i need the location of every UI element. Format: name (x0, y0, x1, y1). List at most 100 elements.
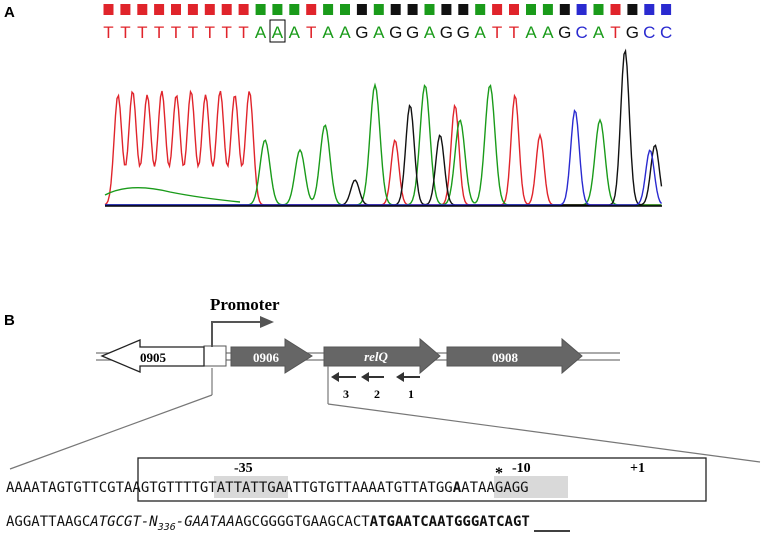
base-call-letter: C (575, 23, 587, 42)
quality-square (221, 4, 232, 15)
quality-square (120, 4, 131, 15)
base-call-letter: T (171, 23, 181, 42)
base-call-letter: T (492, 23, 502, 42)
quality-square (204, 4, 215, 15)
quality-square (559, 4, 570, 15)
base-call-letter: T (154, 23, 164, 42)
quality-square (526, 4, 536, 15)
quality-square (542, 4, 553, 15)
quality-square (323, 4, 334, 15)
primer-1-label: 1 (408, 387, 414, 401)
base-call-letter: T (610, 23, 620, 42)
promoter-label: Promoter (210, 295, 280, 314)
base-call-letter: A (373, 23, 385, 42)
base-call-letter: G (457, 23, 470, 42)
quality-square (593, 4, 604, 15)
primer-2-arrowhead (361, 372, 369, 382)
base-call-letter: T (238, 23, 248, 42)
panel-label-b: B (4, 312, 15, 329)
blue-trace (105, 109, 663, 206)
base-call-letter: G (440, 23, 453, 42)
primer-1-arrowhead (396, 372, 404, 382)
promoter-region-box (203, 345, 227, 367)
base-call-letter: T (103, 23, 113, 42)
quality-square (289, 4, 300, 15)
base-call-letter: T (306, 23, 316, 42)
sequence-line-2: AGGATTAAGCATGCGT-N336-GAATAAAGCGGGGTGAAG… (6, 514, 530, 533)
base-call-letter: T (137, 23, 147, 42)
base-call-letter: G (626, 23, 639, 42)
base-call-letter: A (272, 23, 284, 42)
seq1-tss-base: A (452, 480, 462, 496)
quality-square (272, 4, 283, 15)
base-call-letter: C (643, 23, 655, 42)
base-call-letter: A (322, 23, 334, 42)
green-trace-baseline-hump (104, 186, 241, 203)
base-quality-squares (103, 4, 672, 15)
base-call-letter: G (406, 23, 419, 42)
quality-square (576, 4, 587, 15)
minus35-label: -35 (234, 461, 253, 476)
seq1-part-after-tss: ATAAGAGG (461, 480, 529, 496)
promoter-sequence-box (137, 457, 707, 502)
minus10-highlight (494, 476, 568, 498)
gene-relq-label: relQ (364, 349, 388, 364)
quality-square (103, 4, 114, 15)
trace-peaks (104, 48, 663, 206)
base-call-letter: C (660, 23, 672, 42)
base-call-letter: A (593, 23, 605, 42)
quality-square (238, 4, 249, 15)
base-call-letter: T (222, 23, 232, 42)
sequence-line-1: AAAATAGTGTTCGTAAGTGTTTTGTATTATTGAATTGTGT… (6, 480, 529, 496)
quality-square (306, 4, 317, 15)
quality-square (373, 4, 384, 15)
seq1-part-before-tss: AAAATAGTGTTCGTAAGTGTTTTGTATTATTGAATTGTGT… (6, 480, 453, 496)
quality-square (644, 4, 655, 15)
highlighted-base-box (269, 19, 286, 43)
gene-0905-label: 0905 (140, 350, 167, 365)
quality-square (424, 4, 435, 15)
quality-square (441, 4, 452, 15)
gene-0908-label: 0908 (492, 350, 519, 365)
base-call-letter: T (509, 23, 519, 42)
seq2-bold: ATGAATCAATGGGATCAGT (369, 514, 530, 530)
quality-square (492, 4, 503, 15)
base-call-letter: T (188, 23, 198, 42)
quality-square (458, 4, 469, 15)
gene-0906-arrow (230, 338, 313, 374)
asterisk-mark: * (495, 465, 503, 482)
quality-square (356, 4, 367, 15)
quality-square (255, 4, 266, 15)
base-call-letter: A (339, 23, 351, 42)
gene-relq-arrow (323, 337, 441, 375)
quality-square (661, 4, 672, 15)
base-call-letter: A (475, 23, 487, 42)
quality-square (171, 4, 181, 15)
primer-2-label: 2 (374, 387, 380, 401)
quality-square (340, 4, 350, 15)
zoom-line-right-diag (327, 403, 761, 463)
base-call-letter: G (558, 23, 571, 42)
base-call-letter: G (389, 23, 402, 42)
quality-square (154, 4, 165, 15)
quality-square (627, 4, 638, 15)
quality-square (475, 4, 486, 15)
base-call-letter: T (120, 23, 130, 42)
base-call-letter: A (255, 23, 267, 42)
base-call-letter: G (355, 23, 368, 42)
promoter-arrowhead (260, 316, 274, 328)
gene-0908-arrow (446, 337, 583, 375)
quality-square (137, 4, 148, 15)
primer-3-label: 3 (343, 387, 349, 401)
gene-0905-arrow (100, 339, 205, 373)
promoter-arrow (211, 321, 262, 347)
minus35-highlight (214, 476, 288, 498)
seq2-italic-1: ATGCGT-N (90, 514, 158, 530)
panel-label-a: A (4, 4, 15, 21)
seq2-italic-2: -GAATAA (175, 514, 235, 530)
gene-0906-label: 0906 (253, 350, 280, 365)
zoom-line-left (9, 394, 213, 470)
